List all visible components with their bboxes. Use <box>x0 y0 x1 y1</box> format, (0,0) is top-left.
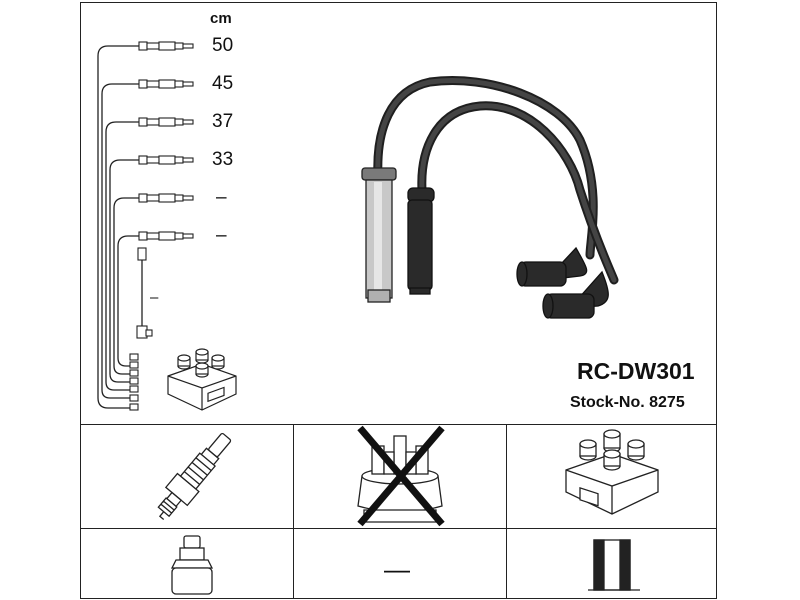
product-model: RC-DW301 <box>577 358 695 384</box>
length-label-3: 37 <box>212 111 234 132</box>
length-label-4: 33 <box>212 149 234 170</box>
ignition-coil-large-icon <box>565 429 659 515</box>
plug-connector-icon <box>170 535 214 595</box>
aux-length-label: – <box>150 289 159 306</box>
spark-plug-icon <box>157 432 232 521</box>
ignition-coil-small-icon <box>167 348 237 411</box>
coil-connector-icon <box>588 539 640 591</box>
length-unit-label: cm <box>210 10 232 27</box>
distributor-cap-icon <box>357 425 445 527</box>
divider-horizontal-top <box>80 424 717 425</box>
diagram-frame <box>80 2 717 599</box>
stock-number: Stock-No. 8275 <box>570 394 685 411</box>
length-label-6: – <box>216 225 227 246</box>
length-label-5: – <box>216 187 227 208</box>
ignition-cable-set-icon <box>361 76 619 319</box>
no-connector-dash: — <box>384 554 410 584</box>
divider-horizontal-bottom <box>80 528 717 529</box>
divider-vertical-right <box>506 424 507 599</box>
length-label-2: 45 <box>212 73 234 94</box>
length-label-1: 50 <box>212 35 234 56</box>
divider-vertical-left <box>293 424 294 599</box>
